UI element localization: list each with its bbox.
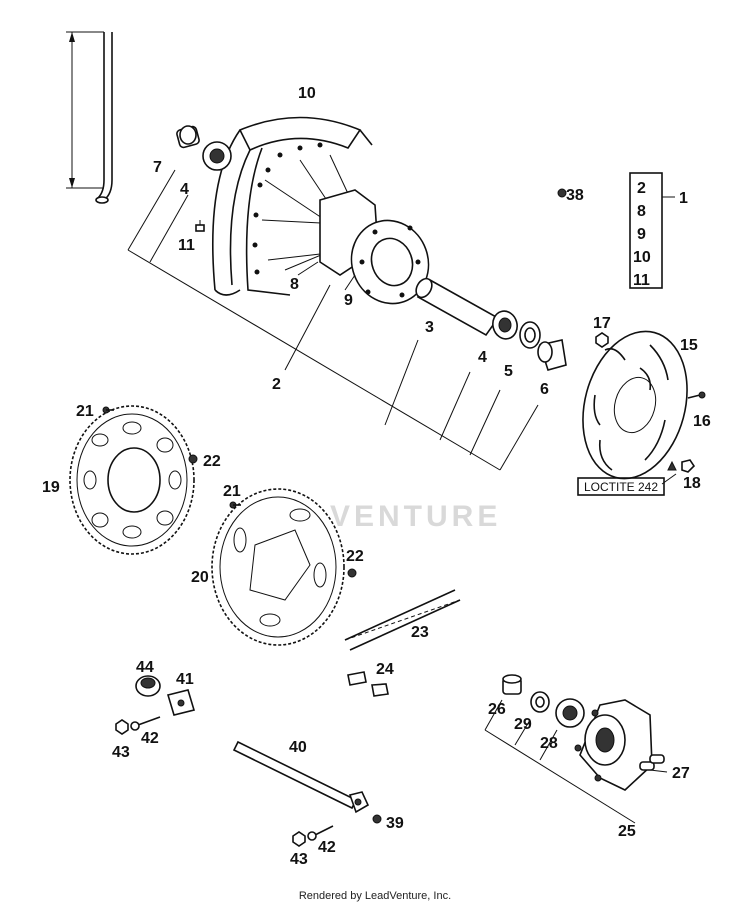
label-4-top: 4 xyxy=(180,181,189,198)
spacer-tube-3 xyxy=(415,277,500,337)
spacer-26 xyxy=(502,674,522,695)
label-10: 10 xyxy=(298,85,316,102)
label-43-b: 43 xyxy=(290,851,308,868)
label-23: 23 xyxy=(411,624,429,641)
label-27: 27 xyxy=(672,765,690,782)
loctite-label: LOCTITE 242 xyxy=(584,480,658,494)
label-7: 7 xyxy=(153,159,162,176)
watermark: VENTURE xyxy=(330,500,502,533)
leader-lines-carrier xyxy=(484,699,668,824)
kit-item-11: 11 xyxy=(633,272,650,289)
label-22-a: 22 xyxy=(203,453,221,470)
label-38: 38 xyxy=(566,187,584,204)
label-9: 9 xyxy=(344,292,353,309)
sprocket-carrier-25 xyxy=(574,699,653,791)
label-28: 28 xyxy=(540,735,558,752)
label-43-a: 43 xyxy=(112,744,130,761)
plate-41 xyxy=(166,689,196,716)
label-18: 18 xyxy=(683,475,701,492)
footer-credit: Rendered by LeadVenture, Inc. xyxy=(298,890,452,902)
label-39: 39 xyxy=(386,815,404,832)
label-44: 44 xyxy=(136,659,154,676)
label-1: 1 xyxy=(679,190,688,207)
label-11: 11 xyxy=(178,237,195,254)
label-8: 8 xyxy=(290,276,299,293)
bolt-21-b xyxy=(229,501,241,509)
kit-1-box xyxy=(629,172,675,289)
label-22-b: 22 xyxy=(346,548,364,565)
label-4: 4 xyxy=(478,349,487,366)
bolt-42-b xyxy=(307,825,334,841)
kit-item-8: 8 xyxy=(637,203,646,220)
spacer-7 xyxy=(176,125,200,149)
bolt-42-a xyxy=(130,716,161,731)
axle-40 xyxy=(232,740,370,814)
nut-22-a xyxy=(188,454,198,464)
label-29: 29 xyxy=(514,716,532,733)
seal-29 xyxy=(530,691,550,713)
bolt-16 xyxy=(687,391,706,399)
label-19: 19 xyxy=(42,479,60,496)
bolt-18 xyxy=(667,459,696,473)
label-42-b: 42 xyxy=(318,839,336,856)
label-26: 26 xyxy=(488,701,506,718)
label-6: 6 xyxy=(540,381,549,398)
nut-17 xyxy=(595,332,609,348)
label-21-b: 21 xyxy=(223,483,241,500)
leader-lines-wheel xyxy=(127,169,539,471)
label-40: 40 xyxy=(289,739,307,756)
bearing-28 xyxy=(555,698,585,728)
kit-item-2: 2 xyxy=(637,180,646,197)
label-16: 16 xyxy=(693,413,711,430)
master-link-24 xyxy=(347,671,389,697)
label-17: 17 xyxy=(593,315,611,332)
label-24: 24 xyxy=(376,661,394,678)
dampers-27 xyxy=(639,754,665,771)
loctite-box xyxy=(577,477,665,496)
bolt-21-a xyxy=(102,406,114,414)
label-41: 41 xyxy=(176,671,194,688)
label-2: 2 xyxy=(272,376,281,393)
bearing-4 xyxy=(492,310,518,340)
nut-43-a xyxy=(115,719,129,735)
screw-38 xyxy=(557,188,567,198)
label-5: 5 xyxy=(504,363,513,380)
nut-22-b xyxy=(347,568,357,578)
kit-item-10: 10 xyxy=(633,249,651,266)
nut-43-b xyxy=(292,831,306,847)
block-44 xyxy=(135,675,161,697)
bushing-6 xyxy=(537,339,567,371)
label-3: 3 xyxy=(425,319,434,336)
chain-23 xyxy=(344,589,461,651)
label-15: 15 xyxy=(680,337,698,354)
nut-39 xyxy=(372,814,382,824)
label-21-a: 21 xyxy=(76,403,94,420)
part-labels: 10 7 4 11 8 9 2 3 4 5 6 38 2 8 9 10 11 1… xyxy=(42,85,711,868)
rear-hub xyxy=(319,189,430,305)
sprocket-20 xyxy=(211,488,345,646)
label-42-a: 42 xyxy=(141,730,159,747)
sprocket-19 xyxy=(69,405,195,555)
valve-11 xyxy=(195,220,205,232)
seal-5 xyxy=(519,321,541,349)
bearing-4-top xyxy=(202,141,232,171)
label-25: 25 xyxy=(618,823,636,840)
label-20: 20 xyxy=(191,569,209,586)
kit-item-9: 9 xyxy=(637,226,646,243)
spoke-gauge xyxy=(66,31,113,204)
